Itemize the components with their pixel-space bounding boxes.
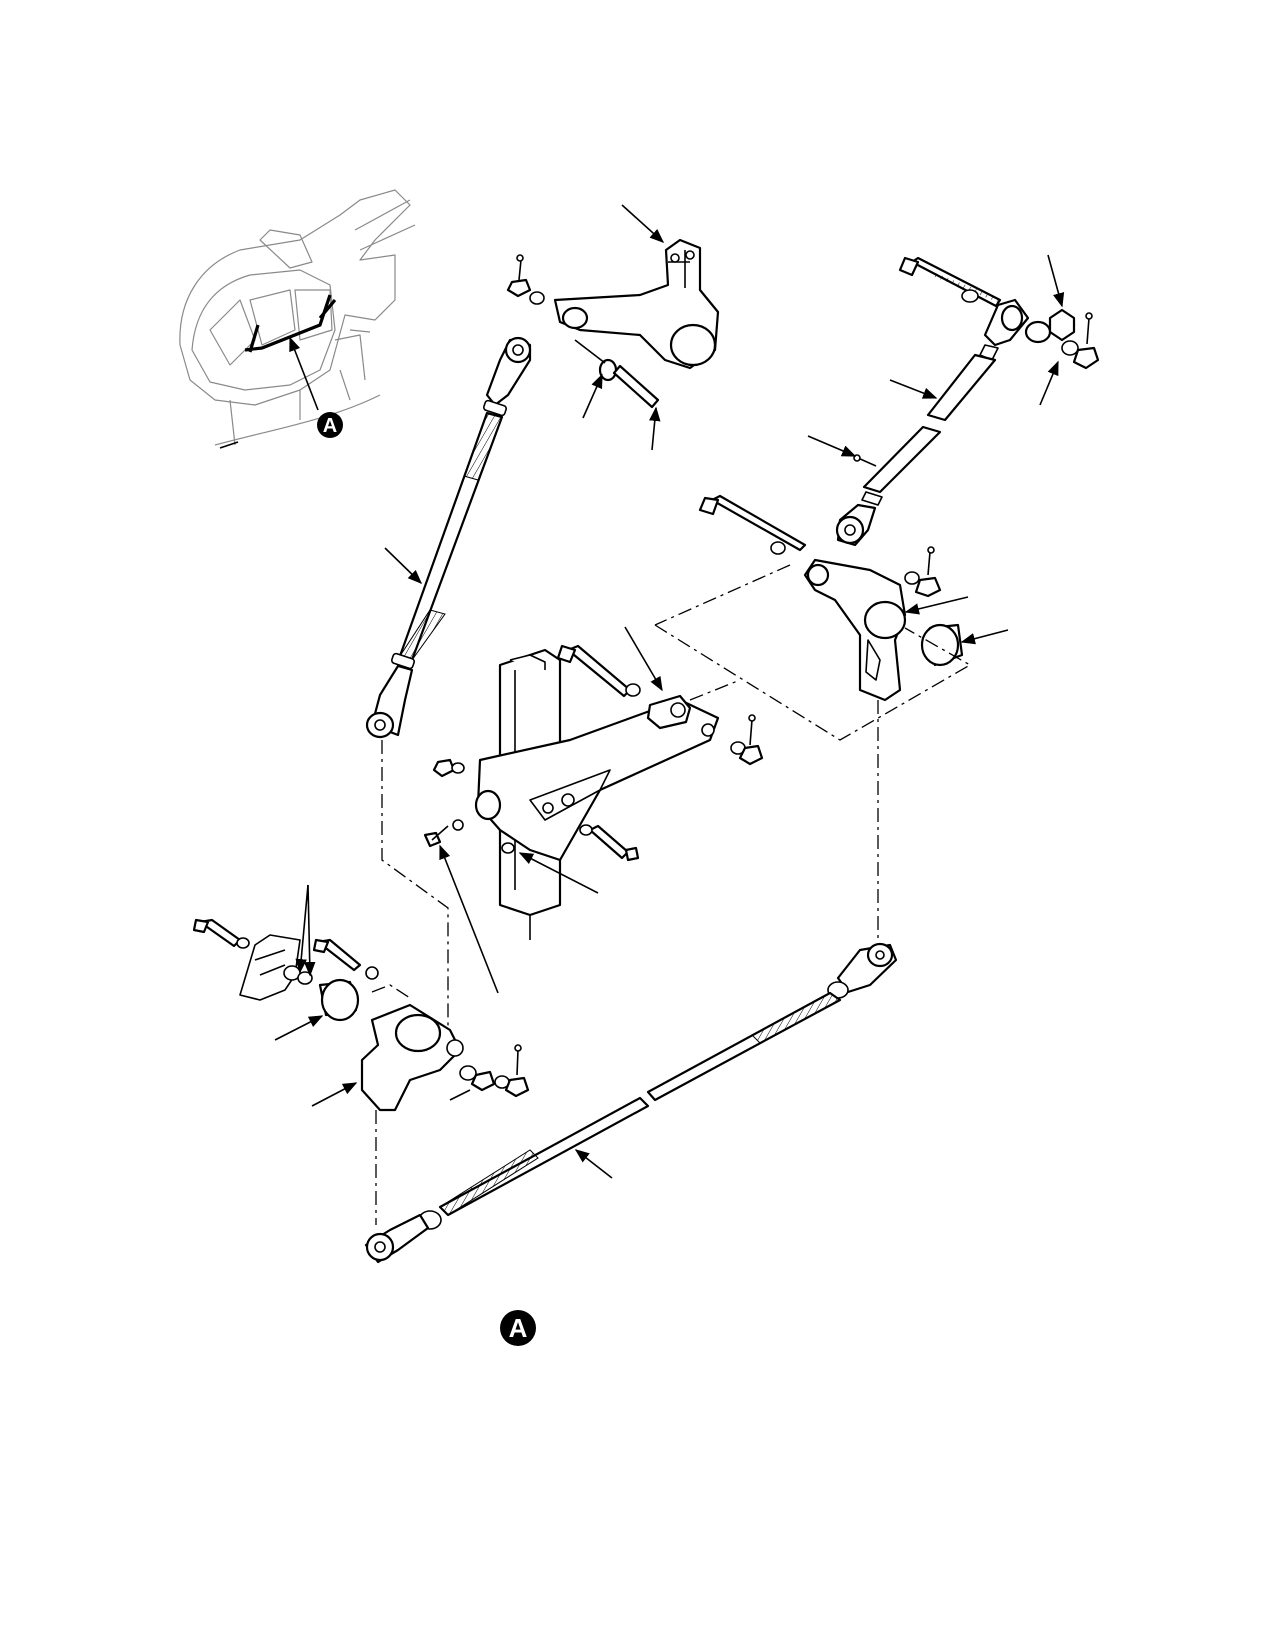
center-lever (423, 626, 764, 994)
helicopter-locator: A (179, 189, 416, 449)
detail-label-letter: A (509, 1313, 528, 1343)
phantom-lines (371, 564, 972, 1225)
lower-left-assembly (192, 884, 530, 1112)
upper-bellcrank-hardware (506, 254, 661, 451)
upper-right-rod (807, 254, 1100, 547)
lower-push-rod (364, 942, 898, 1264)
upper-bellcrank (553, 204, 720, 370)
detail-callout-a: A (317, 412, 343, 438)
right-bellcrank (698, 494, 1009, 702)
detail-label-a: A (500, 1310, 536, 1346)
detail-callout-letter: A (323, 415, 337, 437)
upper-push-rod (365, 336, 532, 739)
